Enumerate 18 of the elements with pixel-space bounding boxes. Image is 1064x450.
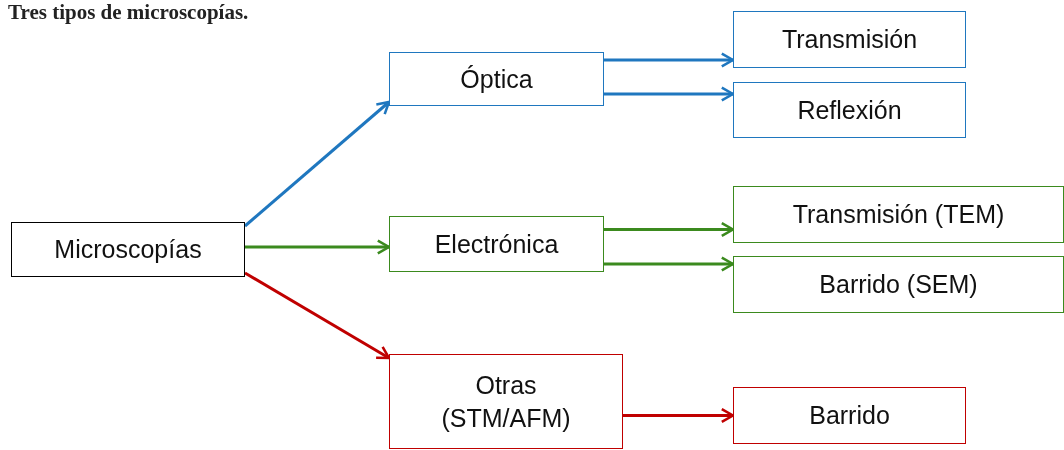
heading: Tres tipos de microscopías.: [8, 1, 249, 25]
arrow: [604, 86, 735, 102]
arrow: [604, 52, 735, 68]
category-box: Reflexión: [733, 82, 966, 138]
arrow: [623, 407, 735, 424]
arrow: [244, 271, 391, 360]
arrow: [244, 100, 391, 228]
category-box: Óptica: [389, 52, 604, 106]
arrow: [245, 239, 391, 255]
arrow: [604, 256, 735, 272]
category-box: Transmisión: [733, 11, 966, 68]
category-box: Barrido: [733, 387, 966, 444]
category-box: Transmisión (TEM): [733, 186, 1064, 243]
category-box: Barrido (SEM): [733, 256, 1064, 313]
category-box: Electrónica: [389, 216, 604, 272]
category-box: Otras (STM/AFM): [389, 354, 623, 449]
category-box: Microscopías: [11, 222, 245, 277]
arrow: [604, 221, 735, 238]
